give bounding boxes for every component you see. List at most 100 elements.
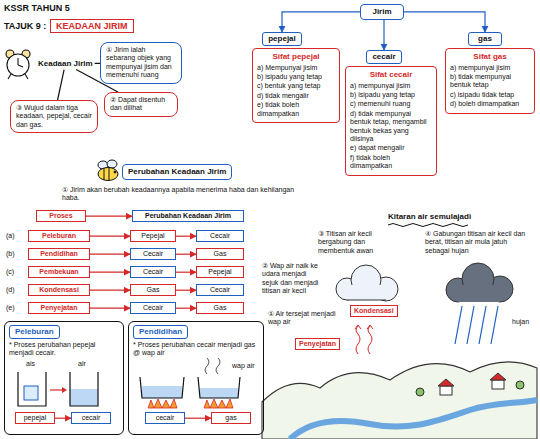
node-text: Cecair [134,250,172,258]
process-box: Penyejatan [28,302,90,314]
note-bubble: ② Dapat disentuh dan dilihat [104,92,178,117]
section-header: Perubahan Keadaan Jirim [122,164,232,180]
process-box: Proses [36,210,86,222]
beaker-ice [18,372,46,406]
boiling-pot [148,399,177,408]
row-letter: (d) [6,286,15,294]
rain [479,306,486,344]
step-note: ③ Titisan air kecil bergabung dan memben… [318,230,398,255]
node-text: * Proses perubahan cecair menjadi gas @ … [133,341,259,358]
connector-arrow [90,308,130,309]
state-tab: gas [468,32,502,46]
node-text: Cecair [200,286,240,294]
node-text: c) memenuhi ruang [350,100,432,108]
boiling-pot [200,388,238,398]
state-box: Pepejal [130,230,176,242]
state-tab: cecair [366,50,402,64]
property-box: Sifat cecaira) mempunyai jisimb) isipadu… [345,66,437,176]
wavy-underline [388,224,468,227]
connector-arrow [176,290,196,291]
section-header: Jirim [360,4,404,20]
node-text: Pembekuan [32,268,86,276]
step-note: ② Wap air naik ke udara menjadi sejuk da… [262,262,322,296]
evaporation-arrows [356,326,360,354]
connector-arrow [55,418,71,419]
boiling-pot [198,377,240,398]
rain [467,306,474,344]
state-tab: pepejal [262,32,302,46]
beaker-water [70,372,98,406]
state-box: Pepejal [196,266,244,278]
step-note: ① Air tersejat menjadi wap air [268,310,344,327]
topic-label: Keadaan Jirim [36,58,95,70]
rain [455,306,462,344]
state-box: Cecair [130,266,176,278]
bee-icon [98,168,118,181]
node-text: Cecair [200,232,240,240]
process-box: Peleburan [28,230,90,242]
node-text: e) tidak boleh dimampatkan [257,101,335,118]
node-text: f) tidak boleh dimampatkan [350,154,432,171]
node-text: a) Mempunyai jisim [257,64,335,72]
node-text: Proses [40,212,82,220]
cloud-dark [446,263,513,302]
evaporation-arrows [355,325,373,354]
cloud-light [347,300,386,301]
landscape [290,400,537,439]
topic-number: TAJUK 9 : [4,21,46,32]
beaker-water [70,389,98,406]
cloud-dark [458,285,500,302]
connector-arrow [176,236,196,237]
figure-label: air [78,360,86,368]
landscape [440,386,452,395]
node-text: c) isipadu tidak tetap [450,91,530,99]
landscape [516,381,524,389]
bee-icon [104,168,105,180]
bee-icon [109,168,110,181]
boiling-pot [204,399,233,408]
process-panel: Peleburan* Proses perubahan pepejal menj… [4,321,124,435]
connector-arrow [404,12,485,32]
node-text: ① Jirim ialah sebarang objek yang mempun… [106,46,176,80]
process-panel: Pendidihan * Proses perubahan cecair menj… [128,321,264,435]
state-box: Cecair [196,230,244,242]
node-text: Penyejatan [299,340,336,348]
node-text: Cecair [134,268,172,276]
row-letter: (b) [6,250,15,258]
box-heading: Pendidihan [133,325,188,339]
box-heading: Peleburan [9,325,60,339]
row-letter: (c) [6,268,14,276]
node-text: cecair [372,52,396,62]
note-bubble: ③ Wujud dalam tiga keadaan, pepejal, cec… [10,100,98,133]
process-box: Pendidihan [28,248,90,260]
node-text: a) mempunyai jisim [350,82,432,90]
page-title: KEADAAN JIRIM [50,19,134,33]
box-heading: Sifat gas [450,52,530,62]
connector-arrow [185,418,211,419]
state-box: Gas [196,302,244,314]
state-box: pepejal [15,412,55,424]
state-box: Cecair [130,302,176,314]
node-text: Pepejal [200,268,240,276]
process-box: Kondensasi [350,305,398,317]
boiling-pot [140,358,240,408]
state-box: Cecair [196,284,244,296]
row-letter: (a) [6,232,15,240]
cloud-light [336,265,398,301]
clock-icon [6,50,30,79]
node-text: Pepejal [134,232,172,240]
process-box: Kondensasi [28,284,90,296]
landscape [490,373,506,380]
property-box: Sifat gasa) mempunyai jisimb) tidak memp… [445,48,535,114]
boiling-pot [142,386,182,398]
state-box: Cecair [130,248,176,260]
node-text: Peleburan [32,232,86,240]
node-text: Kondensasi [354,307,394,315]
node-text: Pendidihan [32,250,86,258]
evaporation-arrows [355,325,361,329]
connector-arrow [90,236,130,237]
row-letter: (e) [6,304,15,312]
boiling-pot [205,358,209,374]
box-heading: Sifat cecair [350,70,432,80]
